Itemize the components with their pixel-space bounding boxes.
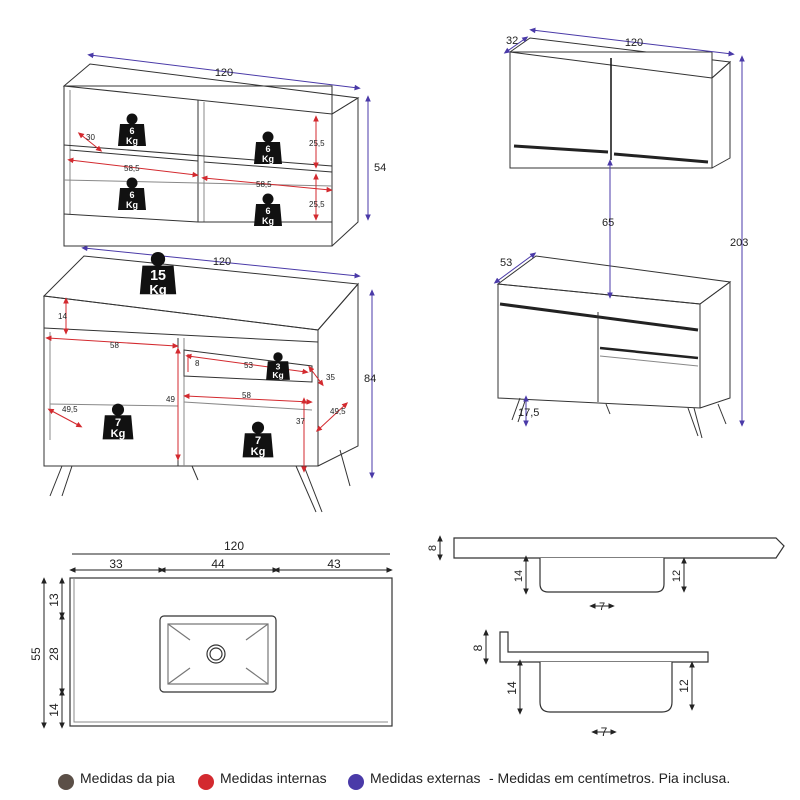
assembled-upper-depth-label: 32 [506, 35, 518, 47]
sink-front-margin-label: 13 [47, 593, 61, 607]
sink-top-dimensions: 120 33 44 43 55 13 28 14 [29, 539, 393, 729]
lower-right-height-label: 37 [296, 417, 305, 426]
sink-right-label: 43 [327, 557, 341, 571]
sink-side-1-bowl-depth-label: 14 [513, 570, 525, 582]
lower-drawer-width-label: 53 [244, 361, 253, 370]
sink-side-2-thickness-label: 8 [471, 644, 485, 651]
assembled-drawing [496, 37, 732, 439]
sink-left-label: 33 [109, 557, 123, 571]
sink-side-1-thickness-label: 8 [427, 545, 439, 551]
svg-text:Kg: Kg [149, 282, 166, 297]
sink-side-1-bottom-label: 7 [599, 601, 605, 613]
upper-shelf-drawing [62, 63, 360, 247]
weight-icon: 6 Kg [254, 193, 282, 226]
lower-weights: 15 Kg 3 Kg 7 Kg 7 Kg [102, 251, 290, 458]
lower-drawer-height-label: 8 [195, 359, 200, 368]
sink-side-2-bottom-label: 7 [601, 725, 608, 739]
upper-shelf-dimensions: 120 54 30 58,5 58,5 25,5 25,5 [67, 52, 386, 221]
svg-text:Kg: Kg [111, 428, 126, 440]
upper-height-label: 54 [374, 162, 386, 174]
upper-inner-width-right: 58,5 [256, 180, 272, 189]
sink-bowl-depth-label: 28 [47, 647, 61, 661]
sink-side-2-bowl-depth-label: 14 [505, 681, 519, 695]
assembled-dimensions: 32 120 65 203 53 17,5 [493, 27, 748, 427]
svg-text:7: 7 [115, 417, 121, 429]
svg-text:7: 7 [255, 435, 261, 447]
svg-text:15: 15 [150, 268, 166, 284]
upper-weights: 6 Kg 6 Kg 6 Kg 6 Kg [118, 113, 282, 226]
svg-text:6: 6 [129, 126, 134, 136]
assembled-upper-width-label: 120 [625, 37, 643, 49]
sink-side-1-bowl-inner-label: 12 [671, 570, 683, 582]
sink-side-1-dimensions: 8 14 12 7 [427, 535, 687, 613]
svg-text:6: 6 [129, 190, 134, 200]
legend-internal-label: Medidas internas [220, 770, 327, 786]
weight-icon: 6 Kg [254, 131, 282, 164]
legend-external-label: Medidas externas [370, 770, 481, 786]
sink-width-total-label: 120 [224, 539, 244, 553]
assembled-total-height-label: 203 [730, 237, 748, 249]
weight-icon: 6 Kg [118, 113, 146, 146]
sink-depth-total-label: 55 [29, 647, 43, 661]
svg-text:Kg: Kg [126, 136, 138, 146]
sink-side-view-1 [453, 537, 785, 593]
weight-icon: 6 Kg [118, 177, 146, 210]
svg-text:Kg: Kg [272, 370, 283, 380]
svg-text:Kg: Kg [251, 446, 266, 458]
sink-bowl-width-label: 44 [211, 557, 225, 571]
sink-top-drawing [69, 577, 393, 727]
lower-left-width-label: 58 [110, 341, 119, 350]
lower-top-panel-label: 14 [58, 312, 67, 321]
weight-icon: 3 Kg [266, 352, 290, 380]
sink-back-margin-label: 14 [47, 703, 61, 717]
upper-inner-height-bottom: 25,5 [309, 200, 325, 209]
legend-sink-label: Medidas da pia [80, 770, 175, 786]
svg-text:6: 6 [265, 144, 270, 154]
lower-drawer-depth-label: 35 [326, 373, 335, 382]
upper-inner-height-top: 25,5 [309, 139, 325, 148]
lower-right-depth-label: 49,5 [330, 407, 346, 416]
svg-text:Kg: Kg [262, 216, 274, 226]
assembled-gap-label: 65 [602, 217, 614, 229]
sink-side-2-bowl-inner-label: 12 [677, 679, 691, 693]
svg-text:6: 6 [265, 206, 270, 216]
legend-internal-dot [198, 774, 214, 790]
assembled-lower-depth-label: 53 [500, 257, 512, 269]
legend-note: - Medidas em centímetros. Pia inclusa. [489, 770, 731, 786]
sink-side-view-2 [499, 631, 709, 713]
assembled-leg-height-label: 17,5 [518, 407, 539, 419]
legend-sink-dot [58, 774, 74, 790]
lower-height-label: 84 [364, 373, 376, 385]
weight-icon: 7 Kg [242, 421, 274, 458]
upper-inner-width-left: 58,5 [124, 164, 140, 173]
svg-text:Kg: Kg [262, 154, 274, 164]
sink-side-2-dimensions: 8 14 12 7 [471, 629, 695, 739]
lower-left-height-label: 49 [166, 395, 175, 404]
upper-depth-label: 30 [86, 133, 95, 142]
lower-cabinet-drawing [42, 255, 360, 513]
lower-width-label: 120 [213, 256, 231, 268]
lower-cabinet-dimensions: 120 84 14 58 49 49,5 53 8 35 58 37 49,5 [45, 245, 376, 479]
svg-text:Kg: Kg [126, 200, 138, 210]
legend-external-dot [348, 774, 364, 790]
lower-right-width-label: 58 [242, 391, 251, 400]
weight-icon: 15 Kg [139, 251, 177, 297]
lower-left-depth-label: 49,5 [62, 405, 78, 414]
weight-icon: 7 Kg [102, 403, 134, 440]
svg-text:3: 3 [276, 362, 281, 372]
upper-width-label: 120 [215, 67, 233, 79]
